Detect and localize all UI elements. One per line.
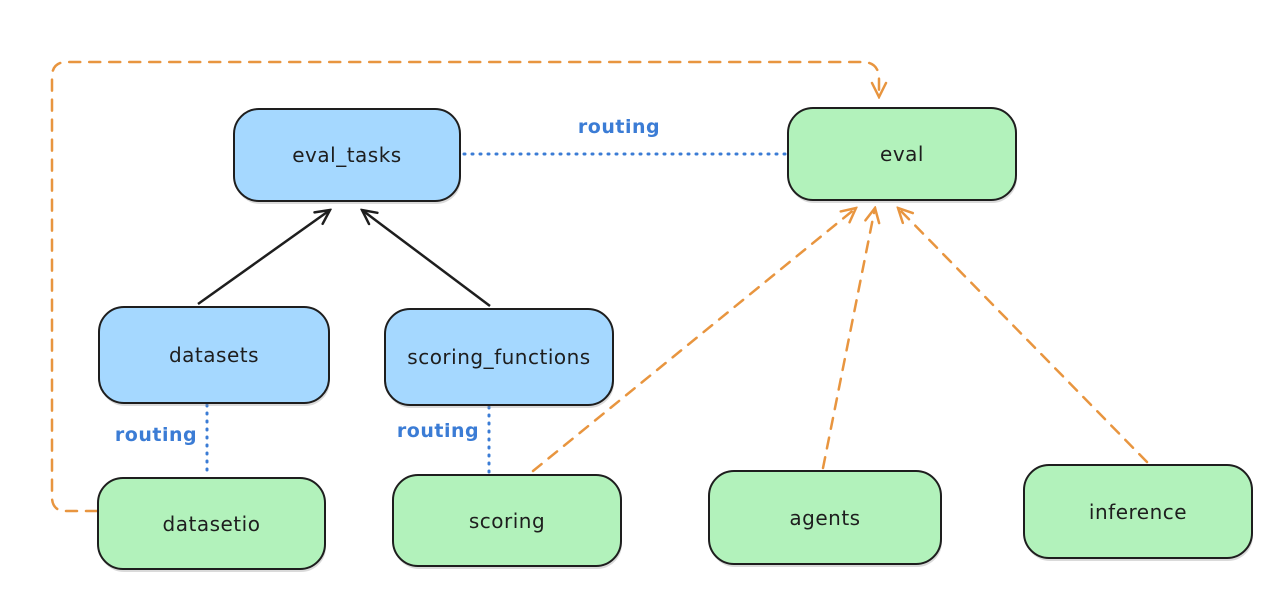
edge-scoring-functions-to-eval-tasks: [362, 210, 491, 307]
node-datasets-label: datasets: [168, 343, 260, 367]
routing-label-scoring-functions-scoring: routing: [396, 420, 480, 442]
node-agents[interactable]: agents: [708, 470, 942, 565]
routing-label-datasets-datasetio: routing: [114, 424, 198, 446]
node-scoring-label: scoring: [468, 508, 546, 533]
node-eval-tasks[interactable]: eval_tasks: [233, 108, 461, 202]
node-datasetio-label: datasetio: [162, 511, 261, 536]
routing-label-eval-tasks-eval: routing: [577, 116, 661, 138]
edge-scoring-to-eval: [531, 208, 856, 473]
node-eval-label: eval: [880, 142, 924, 166]
edge-inference-to-eval: [898, 208, 1149, 464]
node-agents-label: agents: [789, 505, 861, 530]
edge-datasets-to-eval-tasks: [197, 210, 330, 306]
node-scoring[interactable]: scoring: [392, 474, 622, 567]
edge-agents-to-eval: [821, 208, 875, 470]
node-eval-tasks-label: eval_tasks: [292, 143, 402, 167]
node-inference[interactable]: inference: [1023, 464, 1253, 559]
node-scoring-functions-label: scoring_functions: [407, 345, 591, 369]
node-datasetio[interactable]: datasetio: [97, 477, 326, 570]
edge-datasetio-to-eval-loop: [50, 60, 879, 513]
node-inference-label: inference: [1088, 499, 1188, 524]
node-scoring-functions[interactable]: scoring_functions: [384, 308, 614, 406]
node-datasets[interactable]: datasets: [98, 306, 330, 404]
node-eval[interactable]: eval: [787, 107, 1017, 201]
